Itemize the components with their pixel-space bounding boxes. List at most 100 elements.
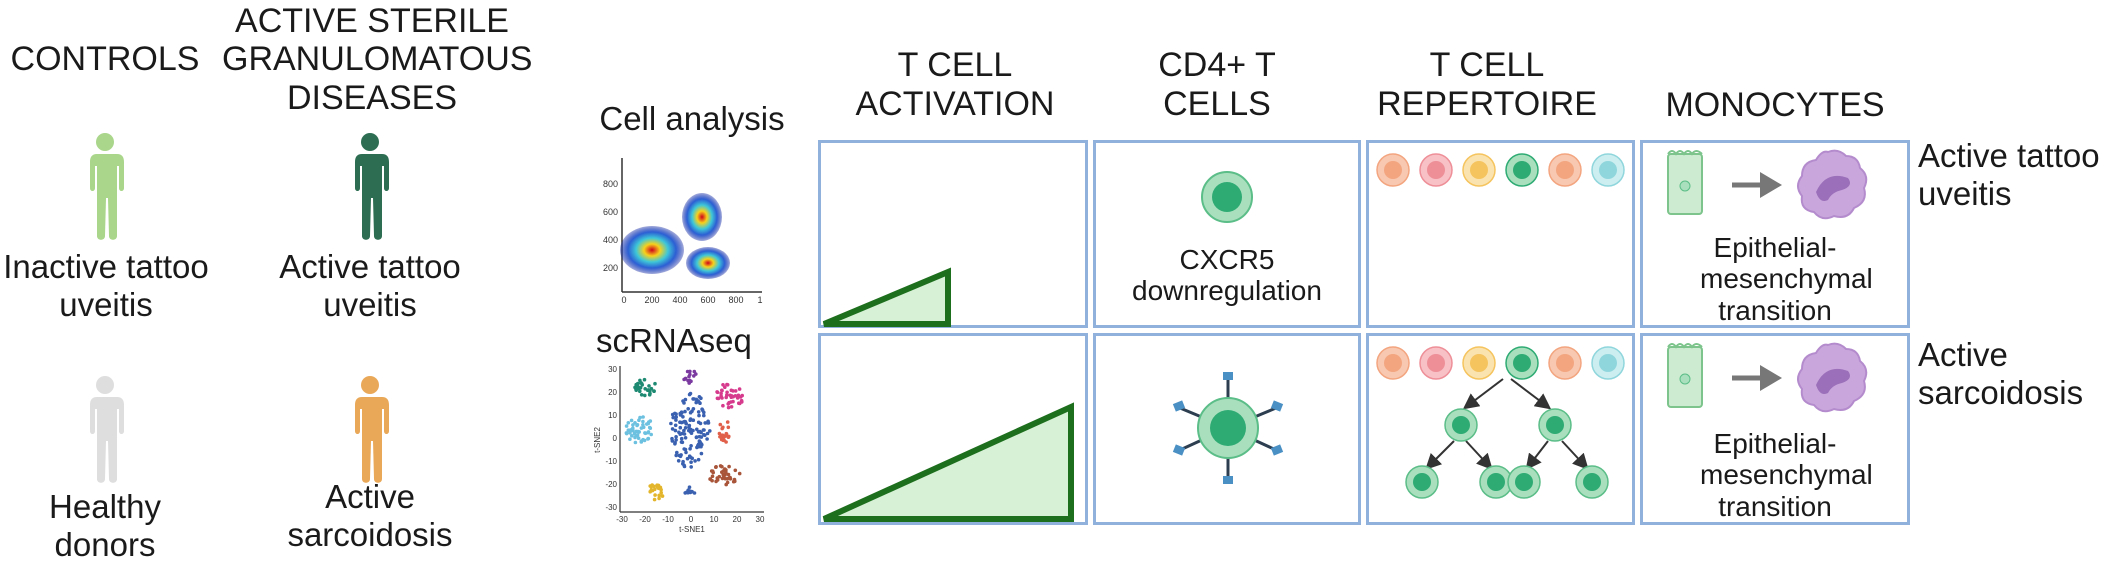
tsne-dot (674, 418, 678, 422)
tsne-dot (703, 433, 707, 437)
tsne-dot (695, 427, 699, 432)
repertoire-cell-nucleus (1427, 354, 1445, 372)
flow-cytometry-plot: 200 400 600 800 0 200 400 600 800 1 (603, 158, 763, 305)
tsne-dot (719, 391, 723, 396)
epithelial-to-monocyte-row2 (1667, 342, 1868, 413)
row-label-active-tattoo-uveitis: Active tattoo uveitis (1918, 137, 2100, 212)
tsne-xtick: 30 (756, 515, 765, 524)
tsne-dot (674, 415, 678, 419)
header-cd4-t-cells: CD4+ T CELLS (1158, 46, 1276, 124)
active-diseases-header: ACTIVE STERILE GRANULOMATOUS DISEASES (222, 2, 533, 117)
tsne-dot (729, 388, 734, 393)
tsne-dot (725, 383, 730, 387)
tsne-dot (696, 457, 701, 462)
tsne-dot (729, 405, 734, 409)
tsne-dot (717, 474, 722, 479)
tsne-dot (669, 421, 673, 426)
person-icon-inactive-tattoo-uveitis (90, 133, 124, 240)
tsne-dot (725, 477, 730, 481)
tsne-xtick: -10 (662, 515, 674, 524)
arrow-right-icon (1732, 365, 1782, 391)
tsne-dot (694, 435, 699, 439)
tsne-dot (674, 453, 678, 458)
flow-xtick: 200 (644, 295, 659, 305)
tsne-dot (674, 435, 678, 439)
tsne-dot (687, 423, 692, 428)
tsne-dot (643, 431, 648, 436)
repertoire-cell-nucleus (1384, 354, 1402, 372)
tsne-dot (643, 393, 647, 398)
flow-ytick: 200 (603, 263, 618, 273)
tsne-dot (705, 431, 710, 436)
tsne-dot (706, 421, 711, 425)
tsne-dot (657, 496, 661, 501)
monocyte-icon (1797, 149, 1868, 220)
tsne-dot (699, 451, 704, 456)
tsne-dot (700, 407, 704, 411)
tsne-dot (710, 469, 715, 473)
tsne-ytick: 0 (613, 434, 618, 443)
tsne-dot (684, 450, 688, 455)
tsne-dot (679, 436, 684, 441)
tsne-dot (685, 369, 690, 374)
repertoire-cell-nucleus (1599, 354, 1617, 372)
tsne-dot (714, 465, 718, 469)
cd4-t-cell-icon (1201, 171, 1253, 223)
tsne-dot (645, 388, 650, 392)
flow-ytick: 400 (603, 235, 618, 245)
tsne-dot (639, 439, 644, 443)
tsne-dot (659, 490, 663, 495)
tsne-dot (683, 436, 688, 440)
tsne-dot (689, 460, 693, 464)
repertoire-cell-nucleus (1470, 354, 1488, 372)
tsne-dot (697, 413, 701, 418)
tsne-dot (688, 410, 693, 415)
tsne-dot (708, 477, 712, 481)
tsne-dot (724, 482, 728, 487)
tsne-dot (720, 464, 724, 469)
header-t-cell-activation: T CELL ACTIVATION (855, 46, 1055, 124)
tsne-dot (724, 470, 728, 475)
arrow-right-icon (1732, 172, 1782, 198)
tsne-ylabel: t-SNE2 (593, 427, 602, 453)
repertoire-cell-nucleus (1556, 161, 1574, 179)
tsne-dot (721, 433, 725, 438)
tsne-plot: 30 20 10 0 -10 -20 -30 -30 -20 -10 0 10 … (593, 365, 765, 534)
tsne-dot (681, 462, 685, 466)
tsne-dot (689, 379, 693, 384)
tsne-dot (657, 493, 661, 498)
flow-xtick: 600 (700, 295, 715, 305)
tsne-dot (720, 396, 724, 400)
repertoire-cell-nucleus (1470, 161, 1488, 179)
tsne-dot (624, 431, 629, 435)
tsne-dot (687, 374, 691, 379)
tsne-dot (682, 401, 686, 405)
tsne-dot (631, 423, 635, 427)
tsne-dot (652, 484, 656, 489)
tsne-dot (739, 398, 744, 403)
tsne-dot (660, 494, 665, 498)
label-active-tattoo-uveitis: Active tattoo uveitis (279, 248, 461, 323)
tsne-dot (683, 409, 687, 414)
tsne-dot (673, 423, 678, 428)
tsne-dot (682, 428, 686, 433)
flow-xtick: 0 (621, 295, 626, 305)
tsne-dot (629, 418, 634, 423)
tsne-dot (716, 396, 721, 401)
tsne-dot (652, 497, 657, 502)
tsne-dot (726, 405, 731, 410)
repertoire-cell-nucleus (1513, 354, 1531, 372)
tsne-dot (673, 428, 678, 433)
tsne-dot (678, 454, 683, 459)
tsne-ytick: -30 (605, 503, 617, 512)
tsne-dot (631, 426, 635, 431)
tsne-dot (737, 387, 742, 391)
tsne-dot (646, 421, 651, 426)
tsne-dot (715, 390, 719, 394)
tsne-dot (696, 444, 700, 448)
tsne-dot (723, 385, 727, 389)
tsne-dot (636, 381, 640, 386)
tsne-dot (724, 440, 728, 444)
tsne-dot (656, 485, 661, 490)
repertoire-cells-row1 (1376, 153, 1625, 187)
